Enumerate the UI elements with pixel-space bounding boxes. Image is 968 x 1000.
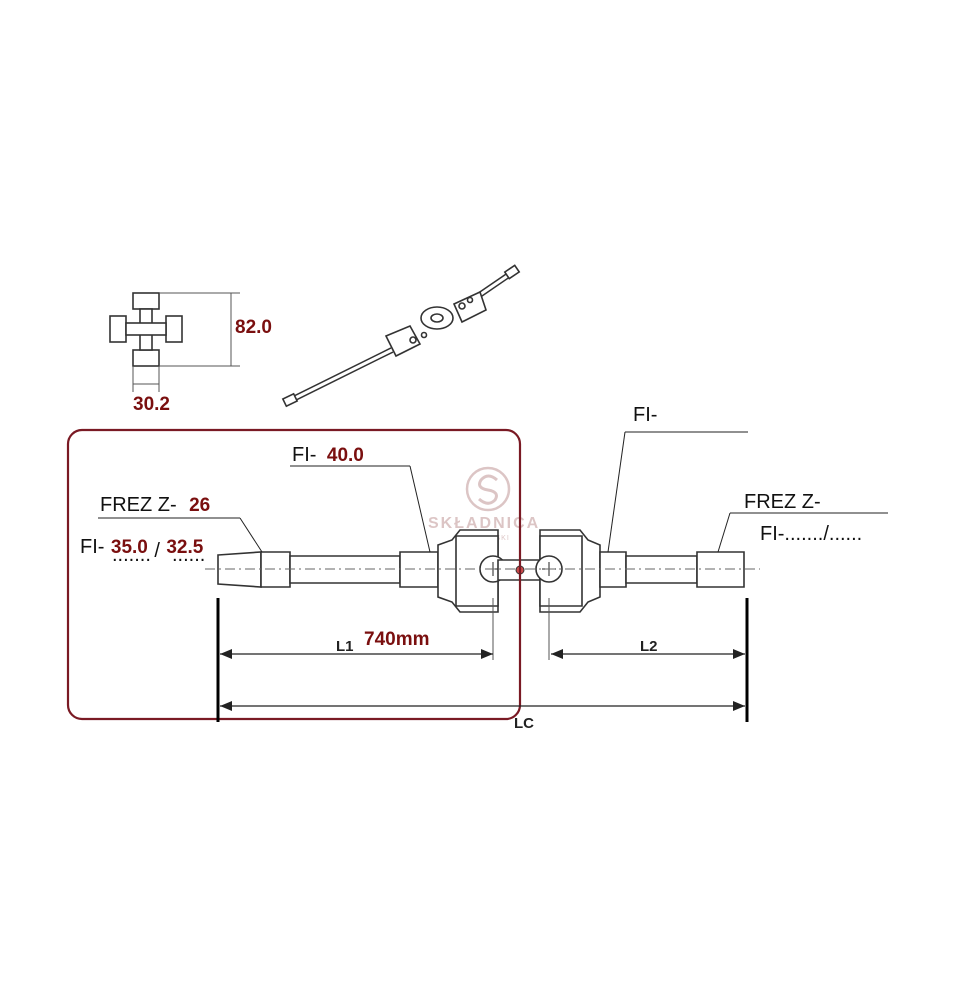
l1-label: L1: [336, 638, 354, 655]
left-fi-bottom-dots-2: ......: [172, 544, 205, 566]
left-fi-top-prefix: FI-: [292, 444, 316, 466]
width-dimension: 30.2: [132, 366, 170, 415]
main-shaft: [205, 529, 760, 613]
right-fi-bottom-label: FI-......./......: [760, 523, 862, 545]
dimensions: L1 740mm L2 LC: [216, 598, 749, 732]
left-fi-bottom-dots-1: .......: [112, 544, 151, 566]
left-fi-bottom-value-1: 35.0: [111, 537, 148, 558]
left-fi-top-value: 40.0: [327, 445, 364, 466]
left-fi-bottom-prefix: FI-: [80, 536, 104, 558]
left-annotations: FI- 40.0 FREZ Z- 26 FI- 35.0 / 32.5 ....…: [80, 444, 431, 566]
left-fi-bottom-value-2: 32.5: [166, 537, 203, 558]
right-frez-label: FREZ Z-: [744, 491, 821, 513]
left-frez-label: FREZ Z- 26: [100, 494, 210, 516]
watermark-brand: SKŁADNICA: [428, 515, 540, 532]
left-fi-bottom-separator: /: [154, 540, 160, 562]
l1-value: 740mm: [364, 629, 430, 650]
height-value: 82.0: [235, 317, 272, 338]
right-annotations: FI- FREZ Z- FI-......./......: [607, 404, 888, 553]
l2-label: L2: [640, 638, 658, 655]
left-frez-prefix: FREZ Z-: [100, 494, 177, 516]
spider-cross-section: [109, 292, 183, 367]
right-fi-top-label: FI-: [633, 404, 657, 426]
left-fi-bottom-label: FI- 35.0 / 32.5: [80, 536, 204, 562]
left-fi-top-label: FI- 40.0: [292, 444, 364, 466]
left-frez-value: 26: [189, 495, 210, 516]
width-value: 30.2: [133, 394, 170, 415]
lc-label: LC: [514, 715, 534, 732]
shaft-isometric-thumbnail: [281, 264, 521, 408]
left-half-highlight-frame: [66, 428, 522, 721]
height-dimension: 82.0: [159, 292, 272, 367]
